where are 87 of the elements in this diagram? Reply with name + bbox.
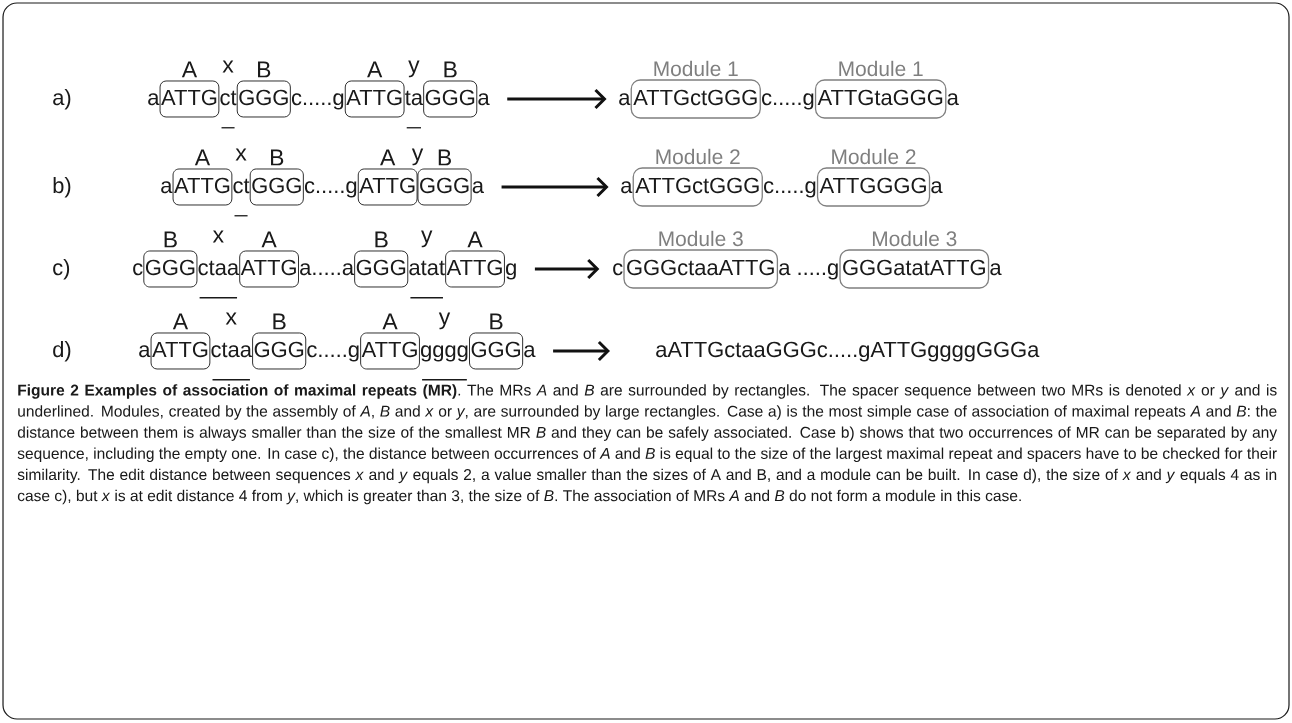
node-label: Module 1 — [839, 60, 923, 77]
underlined-spacer: atat — [409, 260, 445, 299]
underlined-spacer: ta — [405, 90, 423, 129]
sequence-text: a — [947, 93, 959, 106]
row-label: c) — [53, 259, 70, 280]
sequence-text: a — [931, 181, 943, 194]
module-box: Module 1 ATTGctGGG — [630, 60, 761, 119]
arrow — [501, 176, 609, 198]
repeat-box: B GGG — [354, 231, 409, 288]
module-box: Module 2 ATTGGGG — [816, 148, 931, 207]
sequence-text: a — [619, 93, 631, 106]
sequence-text: aATTGctaaGGGc.....gATTGggggGGGa — [656, 341, 1040, 362]
repeat-box: A ATTG — [172, 149, 233, 206]
spacer-letter: x — [212, 230, 224, 243]
spacer-letter: x — [235, 148, 247, 161]
node-label: B — [490, 313, 503, 330]
repeat-box: B GGG — [249, 149, 304, 206]
node-label: B — [164, 231, 177, 248]
node-label: A — [261, 231, 277, 248]
sequence-text: c.....g — [307, 345, 359, 362]
sequence-text: c.....g — [304, 181, 357, 198]
sequence-text: a — [524, 345, 536, 358]
sequence-text: a — [478, 93, 490, 106]
node-label: Module 2 — [656, 148, 740, 165]
sequence-text: a — [621, 181, 633, 194]
node-label: A — [382, 313, 398, 330]
sequence-text: c.....g — [291, 93, 344, 110]
module-box: Module 1 ATTGtaGGG — [814, 60, 947, 119]
spacer-letter: x — [222, 60, 234, 73]
node-label: B — [438, 149, 451, 166]
node-label: A — [181, 61, 198, 78]
sequence-text: a.....a — [300, 263, 354, 276]
repeat-box: A ATTG — [239, 231, 299, 288]
underlined-spacer: ctaa — [198, 260, 240, 299]
node-label: B — [375, 231, 388, 248]
node-label: A — [194, 149, 211, 166]
repeat-box: A ATTG — [344, 61, 405, 118]
sequence-text: c.....g — [764, 181, 816, 198]
repeat-box: B GGG — [469, 313, 524, 370]
node-label: B — [258, 61, 271, 78]
repeat-box: A ATTG — [150, 313, 211, 370]
repeat-box: B GGG — [423, 61, 478, 118]
repeat-box: A ATTG — [360, 313, 420, 370]
row-label: b) — [53, 177, 71, 198]
repeat-box: A ATTG — [445, 231, 505, 288]
arrow — [507, 88, 607, 110]
arrow — [553, 340, 610, 362]
sequence-text: c.....g — [762, 93, 814, 110]
node-label: Module 3 — [872, 230, 957, 247]
row-label: a) — [53, 89, 71, 110]
repeat-box: B GGG — [143, 231, 198, 288]
node-label: A — [367, 61, 383, 78]
underlined-spacer: gggg — [421, 345, 468, 381]
module-box: Module 3 GGGatatATTG — [839, 230, 990, 289]
sequence-text: c — [613, 263, 623, 276]
sequence-text: g — [506, 263, 516, 280]
underlined-spacer: ct — [220, 90, 237, 129]
repeat-box: A ATTG — [159, 61, 220, 118]
spacer-letter: y — [408, 60, 420, 78]
module-box: Module 2 ATTGctGGG — [632, 148, 763, 207]
node-label: B — [444, 61, 457, 78]
node-label: A — [380, 149, 396, 166]
sequence-text: a — [472, 181, 484, 194]
sequence-text: c — [133, 263, 143, 276]
repeat-box: B GGG — [252, 313, 307, 370]
sequence-text: a — [161, 181, 173, 194]
caption: Figure 2 Examples of association of maximal repeats (MR). The MRs A and B are surrounded by rectangles. The spacer sequence between two MRs is denoted x or y and is underlined. Modules, created by the assembly of A, B and x or y, are surrounded by large rectangles. Case a) is the most simple case of association of maximal repeats A and B: the distance between them is always smaller than the size of the smallest MR B and they can be safely associated. Case b) shows that two occurrences of MR can be separated by any sequence, including the empty one. In case c), the distance between occurrences of A and B is equal to the size of the largest maximal repeat and spacers have to be checked for their similarity. The edit distance between sequences x and y equals 2, a value smaller than the sizes of A and B, and a module can be built. In case d), the size of x and y equals 4 as in case c), but x is at edit distance 4 from y, which is greater than 3, the size of B. The association of MRs A and B do not form a module in this case. — [17, 384, 1278, 505]
underlined-spacer: ctaa — [211, 342, 252, 381]
spacer-letter: y — [438, 312, 451, 330]
sequence-text: a — [139, 345, 151, 358]
row-label: d) — [53, 341, 71, 362]
node-label: B — [273, 313, 286, 330]
node-label: A — [172, 313, 189, 330]
node-label: A — [467, 231, 483, 248]
underlined-spacer: ct — [233, 178, 250, 217]
repeat-box: B GGG — [236, 61, 291, 118]
sequence-text: a — [148, 93, 160, 106]
node-label: Module 2 — [832, 148, 916, 165]
node-label: B — [271, 149, 284, 166]
spacer-letter: y — [411, 148, 424, 166]
arrow — [534, 258, 600, 280]
sequence-text: a .....g — [779, 263, 838, 280]
node-label: Module 1 — [654, 60, 738, 77]
spacer-letter: y — [421, 230, 433, 248]
module-box: Module 3 GGGctaaATTG — [623, 230, 779, 289]
spacer-letter: x — [225, 312, 237, 325]
node-label: Module 3 — [659, 230, 743, 247]
